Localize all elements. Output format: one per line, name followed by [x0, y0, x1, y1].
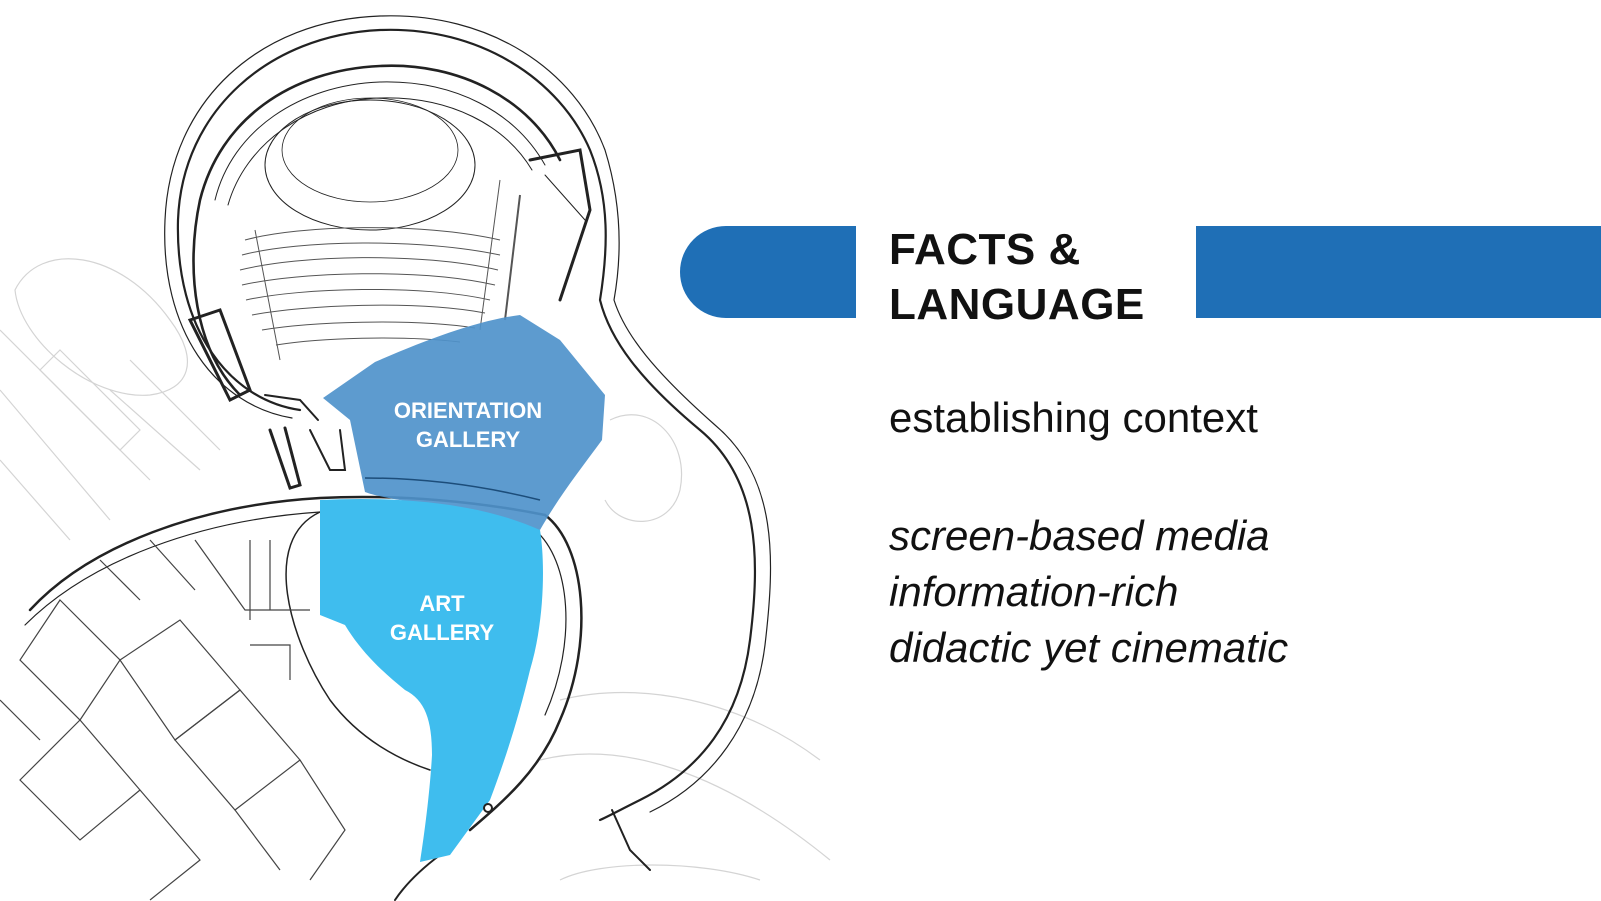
orientation-gallery-label-line1: ORIENTATION: [394, 398, 542, 423]
gallery-labels: ORIENTATION GALLERY ART GALLERY: [390, 398, 542, 645]
art-gallery-label-line1: ART: [419, 591, 465, 616]
building-outline: [164, 15, 772, 822]
title-accent-bar-right: [1196, 226, 1601, 318]
trait-item: information-rich: [889, 568, 1179, 615]
column-marker: [483, 803, 493, 813]
slide-title: FACTS & LANGUAGE: [889, 222, 1189, 332]
orientation-gallery-label-line2: GALLERY: [416, 427, 521, 452]
slide-title-line2: LANGUAGE: [889, 280, 1145, 329]
plan-context-lines: [0, 258, 831, 881]
art-gallery-label-line2: GALLERY: [390, 620, 495, 645]
auditorium-seating: [239, 179, 521, 361]
orientation-gallery-area: [323, 315, 605, 530]
floor-plan: ORIENTATION GALLERY ART GALLERY: [0, 15, 831, 901]
trait-item: screen-based media: [889, 512, 1270, 559]
slide-subtitle: establishing context: [889, 394, 1258, 441]
corridor-walls: [264, 394, 347, 490]
title-accent-bar-left: [680, 226, 856, 318]
room-grid: [0, 539, 346, 901]
art-gallery-area: [320, 498, 543, 862]
slide-title-line1: FACTS &: [889, 225, 1081, 274]
orientation-inner-wall: [364, 477, 541, 501]
trait-list: screen-based media information-rich dida…: [889, 508, 1288, 676]
trait-item: didactic yet cinematic: [889, 624, 1289, 671]
